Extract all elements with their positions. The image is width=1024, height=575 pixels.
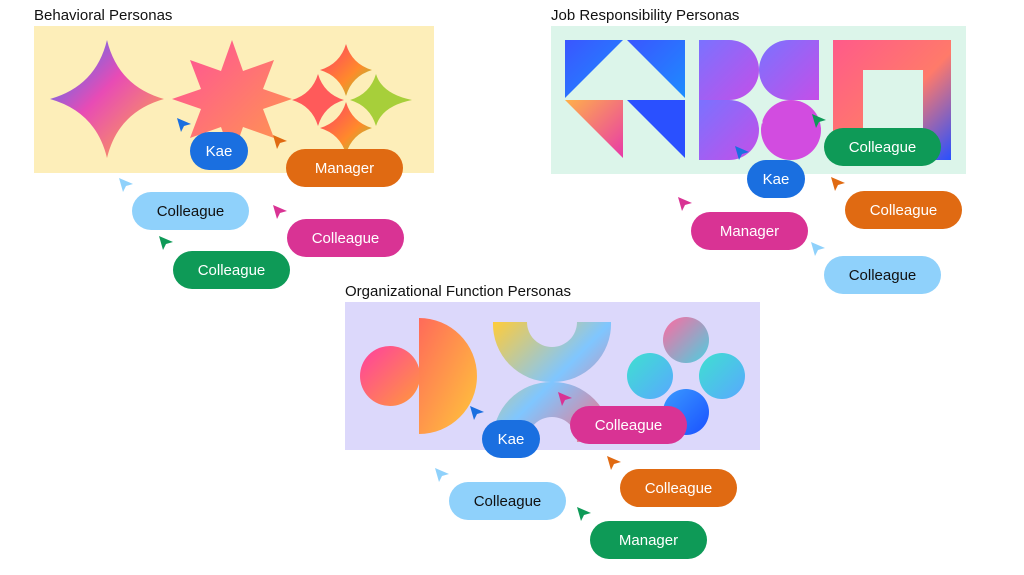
job-responsibility-shapes (565, 40, 951, 160)
clover-shape (292, 44, 412, 154)
user-tag-manager: Manager (691, 212, 808, 250)
user-tag-colleague: Colleague (620, 469, 737, 507)
cursor-colleague-magenta-icon (556, 390, 574, 408)
section-title-behavioral: Behavioral Personas (34, 7, 173, 24)
user-tag-kae: Kae (482, 420, 540, 458)
cursor-colleague-light-icon (433, 466, 451, 484)
user-tag-kae: Kae (747, 160, 805, 198)
cursor-kae-icon (175, 116, 193, 134)
cursor-manager-icon (676, 195, 694, 213)
rounded-quadrants-shape (699, 40, 821, 160)
user-tag-colleague: Colleague (132, 192, 249, 230)
user-tag-colleague: Colleague (824, 128, 941, 166)
user-tag-colleague: Colleague (845, 191, 962, 229)
behavioral-shapes (50, 40, 412, 158)
user-tag-colleague: Colleague (824, 256, 941, 294)
eight-point-star-shape (172, 40, 292, 158)
cursor-kae-icon (468, 404, 486, 422)
circle-cluster-shape (627, 317, 745, 435)
user-tag-kae: Kae (190, 132, 248, 170)
cursor-colleague-orange-icon (829, 175, 847, 193)
organizational-function-panel (345, 302, 760, 450)
cursor-kae-icon (733, 144, 751, 162)
pink-circle-shape (360, 346, 420, 406)
four-point-star-shape (50, 40, 164, 158)
user-tag-manager: Manager (286, 149, 403, 187)
cursor-colleague-orange-icon (605, 454, 623, 472)
user-tag-colleague: Colleague (449, 482, 566, 520)
user-tag-colleague: Colleague (570, 406, 687, 444)
user-tag-manager: Manager (590, 521, 707, 559)
cursor-colleague-magenta-icon (271, 203, 289, 221)
cursor-colleague-light-icon (117, 176, 135, 194)
triangles-shape (565, 40, 685, 158)
section-title-job-responsibility: Job Responsibility Personas (551, 7, 740, 24)
organizational-function-shapes (360, 317, 745, 442)
cursor-colleague-green-icon (157, 234, 175, 252)
section-title-organizational-function: Organizational Function Personas (345, 283, 571, 300)
cursor-colleague-green-icon (810, 112, 828, 130)
cursor-manager-icon (575, 505, 593, 523)
user-tag-colleague: Colleague (173, 251, 290, 289)
user-tag-colleague: Colleague (287, 219, 404, 257)
cursor-manager-icon (271, 133, 289, 151)
cursor-colleague-light-icon (809, 240, 827, 258)
half-circle-shape (419, 318, 477, 434)
job-responsibility-panel (551, 26, 966, 174)
